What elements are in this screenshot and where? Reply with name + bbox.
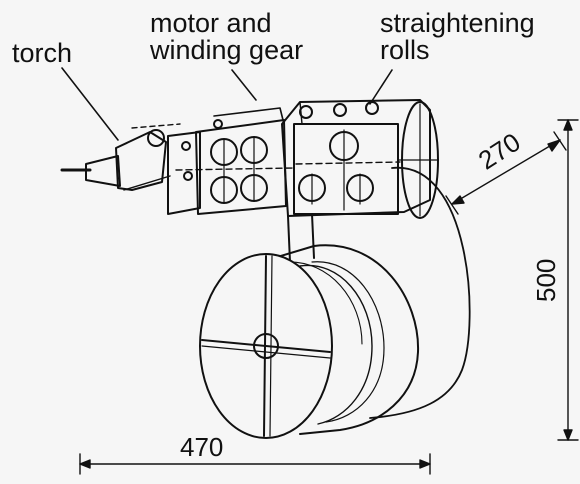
torch-leader <box>61 67 119 141</box>
wire-feed-loop <box>369 167 471 419</box>
dimension-height <box>557 119 579 441</box>
dimension-width <box>79 453 431 475</box>
dimension-height-label: 500 <box>531 258 561 302</box>
motor-winding-gear <box>167 107 295 215</box>
dimension-width-label: 470 <box>180 432 224 462</box>
straightening-rolls <box>281 99 439 219</box>
label-straightening-rolls: straightening rolls <box>380 10 535 64</box>
label-rolls-line1: straightening <box>380 8 535 38</box>
dimension-depth <box>445 131 567 215</box>
label-motor-line2: winding gear <box>150 35 304 65</box>
label-motor-line1: motor and <box>150 8 272 38</box>
support-post <box>287 213 315 263</box>
motor-leader <box>231 69 257 101</box>
label-rolls-line2: rolls <box>380 35 430 65</box>
label-torch: torch <box>12 38 73 68</box>
rolls-leader <box>369 69 393 105</box>
label-motor-winding-gear: motor and winding gear <box>150 10 303 64</box>
wire-reel <box>199 244 420 439</box>
torch-assembly <box>60 123 181 191</box>
